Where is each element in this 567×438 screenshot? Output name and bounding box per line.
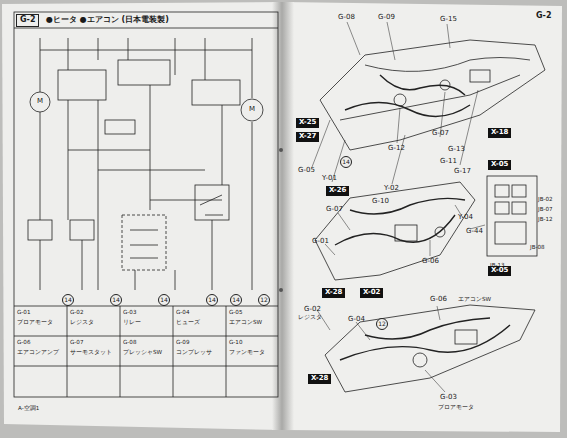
circle-number: 14 bbox=[206, 294, 218, 306]
callout-number: G-03 bbox=[440, 394, 457, 402]
callout-number: JB-08 bbox=[530, 244, 545, 250]
schematic bbox=[14, 12, 278, 397]
circle-number: 14 bbox=[158, 294, 170, 306]
table-cell: ファンモータ bbox=[229, 349, 265, 355]
callout-number: G-09 bbox=[378, 14, 395, 22]
circle-number: 12 bbox=[258, 294, 270, 306]
motor-symbol: M bbox=[37, 98, 43, 106]
callout-number: Y-04 bbox=[458, 214, 473, 222]
table-code: G-04 bbox=[176, 309, 189, 315]
table-code: G-09 bbox=[176, 339, 189, 345]
page-code-box: G-2 bbox=[16, 14, 39, 27]
page-footer: A-空調1 bbox=[18, 405, 39, 411]
page-code: G-2 bbox=[536, 12, 551, 21]
connector-tag: X-28 bbox=[308, 374, 331, 384]
callout-number: G-04 bbox=[348, 316, 365, 324]
part-name: ブロアモータ bbox=[438, 404, 474, 410]
table-cell: ヒューズ bbox=[176, 319, 200, 325]
page-title: ●ヒータ ●エアコン (日本電装製) bbox=[46, 16, 169, 25]
circle-number: 12 bbox=[376, 318, 388, 330]
connector-tag: X-18 bbox=[488, 128, 511, 138]
circle-number: 14 bbox=[340, 156, 352, 168]
tag-text: G-2 bbox=[20, 15, 35, 24]
connector-tag: X-26 bbox=[326, 186, 349, 196]
callout-number: G-05 bbox=[298, 167, 315, 175]
callout-number: G-06 bbox=[422, 258, 439, 266]
dashboard-view-2 bbox=[315, 176, 537, 280]
tag-text: X-25 bbox=[299, 118, 316, 126]
tag-text: X-18 bbox=[491, 128, 508, 136]
table-code: G-02 bbox=[70, 309, 83, 315]
callout-number: JB-07 bbox=[538, 206, 553, 212]
callout-number: JB-12 bbox=[538, 216, 553, 222]
dashboard-view-3 bbox=[325, 305, 535, 392]
tag-text: X-27 bbox=[299, 132, 316, 140]
table-code: G-08 bbox=[123, 339, 136, 345]
tag-text: X-28 bbox=[325, 288, 342, 296]
callout-number: G-11 bbox=[440, 158, 457, 166]
table-code: G-05 bbox=[229, 309, 242, 315]
table-cell: リレー bbox=[123, 319, 141, 325]
tag-text: X-26 bbox=[329, 186, 346, 194]
tag-text: X-05 bbox=[491, 160, 508, 168]
callout-number: Y-01 bbox=[322, 175, 337, 183]
part-name: エアコンSW bbox=[458, 296, 491, 302]
callout-number: G-12 bbox=[388, 145, 405, 153]
callout-number: G-01 bbox=[312, 238, 329, 246]
table-code: G-07 bbox=[70, 339, 83, 345]
connector-tag: X-25 bbox=[296, 118, 319, 128]
callout-number: JB-13 bbox=[490, 262, 505, 268]
callout-number: G-13 bbox=[448, 146, 465, 154]
table-code: G-03 bbox=[123, 309, 136, 315]
circle-number: 14 bbox=[110, 294, 122, 306]
staple bbox=[279, 148, 283, 152]
callout-number: G-44 bbox=[466, 228, 483, 236]
tag-text: X-28 bbox=[311, 374, 328, 382]
table-code: G-10 bbox=[229, 339, 242, 345]
circle-number: 14 bbox=[230, 294, 242, 306]
connector-tag: X-02 bbox=[360, 288, 383, 298]
table-code: G-06 bbox=[17, 339, 30, 345]
connector-tag: X-05 bbox=[488, 160, 511, 170]
callout-number: G-15 bbox=[440, 16, 457, 24]
table-code: G-01 bbox=[17, 309, 30, 315]
left-page bbox=[2, 2, 283, 430]
right-page bbox=[283, 2, 562, 432]
callout-number: G-08 bbox=[338, 14, 355, 22]
dashboard-view-1 bbox=[320, 40, 545, 150]
leader-lines bbox=[312, 22, 485, 392]
circle-number: 14 bbox=[62, 294, 74, 306]
connector-tag: X-28 bbox=[322, 288, 345, 298]
table-cell: レジスタ bbox=[70, 319, 94, 325]
motor-symbol: M bbox=[249, 106, 255, 114]
table-cell: ブロアモータ bbox=[17, 319, 53, 325]
callout-number: G-17 bbox=[454, 168, 471, 176]
callout-number: JB-02 bbox=[538, 196, 553, 202]
table-cell: プレッシャSW bbox=[123, 349, 162, 355]
part-name: レジスタ bbox=[298, 314, 322, 320]
table-cell: エアコンSW bbox=[229, 319, 262, 325]
connector-tag: X-27 bbox=[296, 132, 319, 142]
callout-number: G-02 bbox=[304, 306, 321, 314]
table-cell: エアコンアンプ bbox=[17, 349, 59, 355]
callout-number: G-06 bbox=[430, 296, 447, 304]
callout-number: G-10 bbox=[372, 198, 389, 206]
callout-number: Y-02 bbox=[384, 185, 399, 193]
callout-number: G-07 bbox=[432, 130, 449, 138]
staple bbox=[279, 288, 283, 292]
tag-text: X-02 bbox=[363, 288, 380, 296]
table-cell: コンプレッサ bbox=[176, 349, 212, 355]
callout-number: G-07 bbox=[326, 206, 343, 214]
table-cell: サーモスタット bbox=[70, 349, 112, 355]
